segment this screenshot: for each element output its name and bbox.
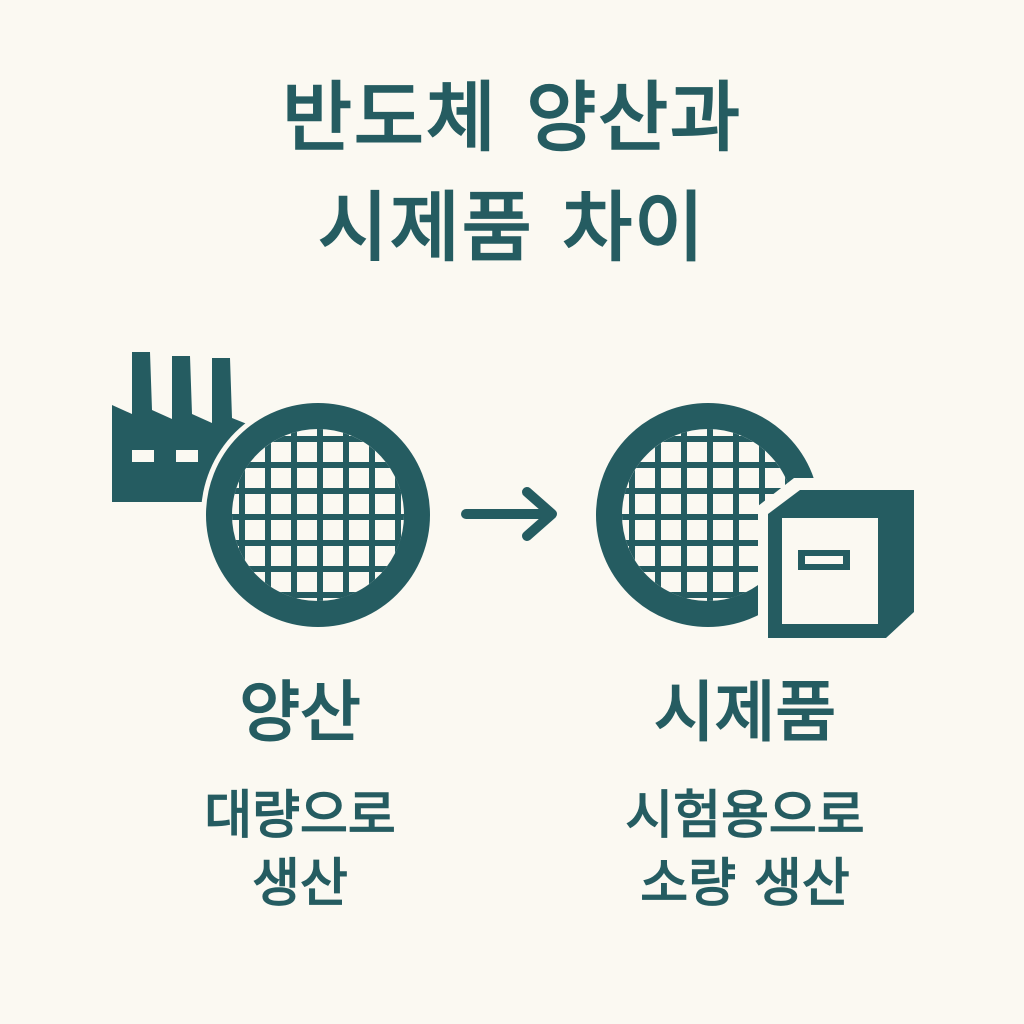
arrow-right-icon — [461, 487, 557, 541]
title-line-2: 시제품 차이 — [317, 183, 707, 272]
prototype-desc-line-2: 소량 생산 — [640, 854, 850, 914]
prototype-heading: 시제품 — [653, 674, 837, 751]
chip-package-icon — [758, 478, 922, 650]
prototype-desc-line-1: 시험용으로 — [625, 786, 865, 846]
mass-production-desc-line-2: 생산 — [252, 854, 348, 914]
wafer-icon — [201, 398, 435, 632]
mass-production-desc-line-1: 대량으로 — [204, 786, 396, 846]
mass-production-heading: 양산 — [239, 674, 361, 751]
title-line-1: 반도체 양산과 — [282, 73, 742, 162]
